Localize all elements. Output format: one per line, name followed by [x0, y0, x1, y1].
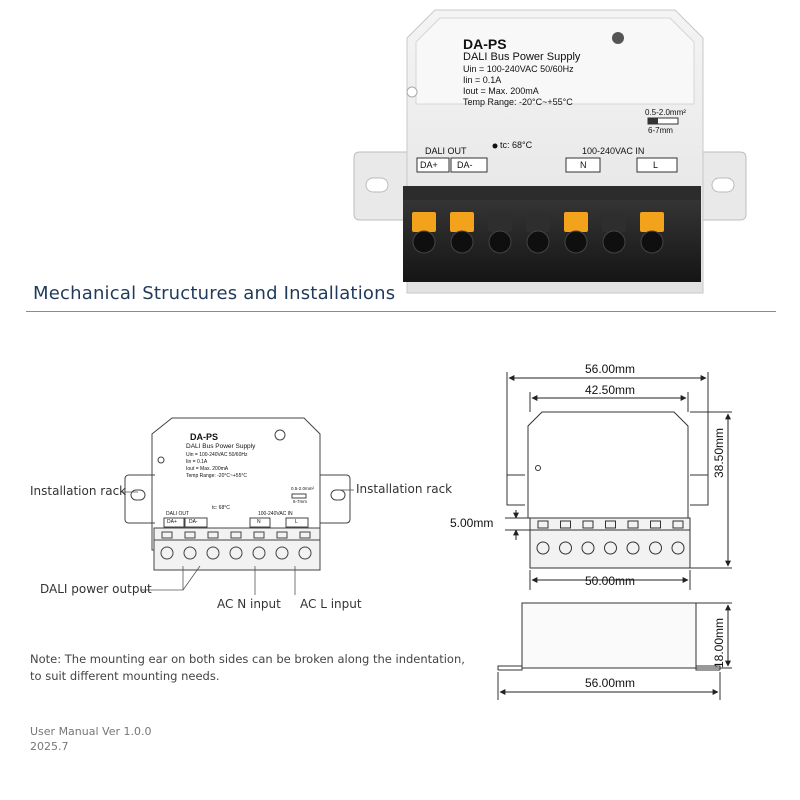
terminal-lever-icon — [582, 520, 594, 529]
terminal-lever-icon — [605, 520, 616, 529]
wire-entry-icon — [536, 541, 550, 555]
diagram-product-name: DALI Bus Power Supply — [186, 443, 256, 450]
terminal-lever-icon — [672, 520, 684, 529]
dali-out-label: DALI OUT — [425, 146, 467, 156]
wire-entry-icon — [671, 541, 685, 555]
callout-installation-rack-left: Installation rack — [30, 484, 127, 498]
wire-entry-icon — [626, 541, 640, 555]
terminal-lever-icon — [650, 520, 661, 529]
spec-iin: Iin = 0.1A — [463, 75, 502, 85]
terminal-lever-icon — [299, 531, 311, 539]
wire-entry-icon — [160, 546, 174, 560]
diagram-model: DA-PS — [190, 432, 219, 442]
terminal-slot-icon — [602, 212, 626, 232]
callout-ac-l-input: AC L input — [300, 597, 362, 611]
diagram-spec-iout: Iout = Max. 200mA — [186, 466, 229, 472]
wire-entry-icon — [488, 230, 512, 254]
diagram-terminal-n: N — [257, 519, 261, 525]
wire-entry-icon — [526, 230, 550, 254]
dim-height: 38.50mm — [712, 427, 726, 478]
terminal-da-plus: DA+ — [420, 160, 438, 170]
wire-entry-icon — [604, 541, 617, 555]
footer-version: User Manual Ver 1.0.0 — [30, 725, 152, 738]
terminal-lever-icon — [560, 520, 571, 529]
diagram-strip-length: 6-7mm — [293, 499, 308, 504]
footer-date: 2025.7 — [30, 740, 69, 753]
dim-depth: 18.00mm — [712, 617, 726, 668]
dim-inner-width: 42.50mm — [585, 383, 636, 397]
wire-gauge-label: 0.5-2.0mm² — [645, 108, 686, 117]
terminal-lever-icon — [184, 531, 196, 539]
callout-installation-rack-right: Installation rack — [356, 482, 453, 496]
spec-uin: Uin = 100-240VAC 50/60Hz — [463, 64, 574, 74]
terminal-lever-icon — [537, 520, 549, 529]
callout-dali-power-output: DALI power output — [40, 582, 152, 596]
wire-entry-icon — [564, 230, 588, 254]
terminal-lever-icon — [207, 531, 219, 539]
spec-iout: Iout = Max. 200mA — [463, 86, 539, 96]
diagram-terminal-da-plus: DA+ — [167, 519, 177, 525]
dim-base-width: 50.00mm — [585, 574, 636, 588]
terminal-lever-icon — [627, 520, 639, 529]
wire-entry-icon — [229, 546, 243, 560]
terminal-l: L — [653, 160, 659, 170]
terminal-lever-icon — [564, 212, 588, 232]
terminal-lever-icon — [450, 212, 474, 232]
callout-ac-n-input: AC N input — [217, 597, 281, 611]
terminal-lever-icon — [253, 531, 265, 539]
section-title: Mechanical Structures and Installations — [33, 283, 396, 304]
wire-entry-icon — [206, 546, 220, 560]
wire-entry-icon — [581, 541, 595, 555]
wire-entry-icon — [649, 541, 662, 555]
terminal-slot-icon — [488, 212, 512, 232]
wire-entry-icon — [640, 230, 664, 254]
terminal-n: N — [580, 160, 587, 170]
wire-entry-icon — [298, 546, 312, 560]
wire-entry-icon — [275, 546, 289, 560]
wire-entry-icon — [183, 546, 197, 560]
tc-label: tc: 68°C — [500, 140, 533, 150]
dim-side-width: 56.00mm — [585, 676, 636, 690]
terminal-lever-icon — [230, 531, 242, 539]
terminal-lever-icon — [161, 531, 173, 539]
note-line-1: Note: The mounting ear on both sides can… — [30, 652, 465, 666]
dim-overall-width: 56.00mm — [585, 362, 636, 376]
strip-length-label: 6-7mm — [648, 126, 673, 135]
wire-entry-icon — [602, 230, 626, 254]
product-model: DA-PS — [463, 36, 507, 52]
ac-in-label: 100-240VAC IN — [582, 146, 645, 156]
diagram-spec-uin: Uin = 100-240VAC 50/60Hz — [186, 452, 248, 458]
spec-temp: Temp Range: -20°C~+55°C — [463, 97, 573, 107]
diagram-terminal-da-minus: DA- — [189, 519, 198, 525]
diagram-terminal-l: L — [295, 519, 298, 525]
wire-entry-icon — [252, 546, 266, 560]
terminal-lever-icon — [640, 212, 664, 232]
wire-entry-icon — [450, 230, 474, 254]
terminal-slot-icon — [526, 212, 550, 232]
terminal-da-minus: DA- — [457, 160, 473, 170]
wire-entry-icon — [559, 541, 572, 555]
wire-entry-icon — [412, 230, 436, 254]
diagram-tc: tc: 68°C — [212, 505, 230, 511]
dim-terminal-height: 5.00mm — [450, 516, 494, 530]
diagram-wire-gauge: 0.5-2.0mm² — [291, 486, 315, 491]
note-line-2: to suit different mounting needs. — [30, 669, 220, 683]
diagram-ac-in: 100-240VAC IN — [258, 511, 293, 517]
terminal-lever-icon — [412, 212, 436, 232]
diagram-spec-iin: Iin = 0.1A — [186, 459, 208, 465]
diagram-spec-temp: Temp Range: -20°C~+55°C — [186, 473, 247, 479]
product-name: DALI Bus Power Supply — [463, 51, 581, 63]
terminal-lever-icon — [276, 531, 288, 539]
diagram-dali-out: DALI OUT — [166, 511, 190, 517]
section-divider — [26, 311, 776, 312]
